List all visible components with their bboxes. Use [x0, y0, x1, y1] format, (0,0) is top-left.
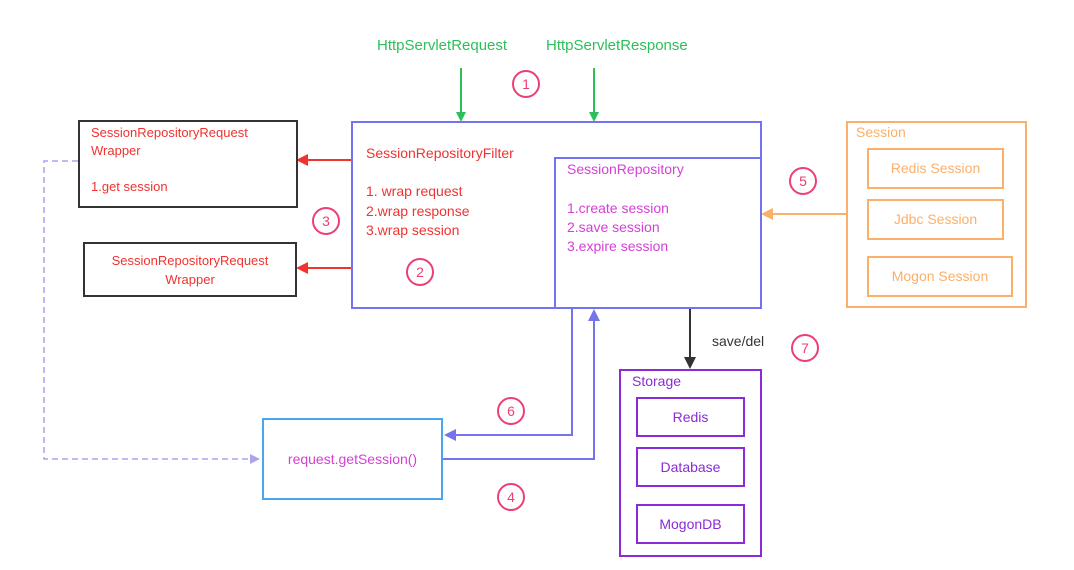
redis-session	[867, 148, 1004, 189]
repository-title: SessionRepository	[567, 161, 684, 177]
wrapper2-line2: Wrapper	[165, 272, 215, 287]
repository-item-1: 1.create session	[567, 200, 669, 216]
storage-database-label: Database	[660, 459, 721, 475]
http-request-label: HttpServletRequest	[377, 37, 508, 54]
step-7-badge: 7	[791, 334, 819, 362]
storage-mogondb-label: MogonDB	[659, 516, 722, 532]
step-4-badge: 4	[497, 483, 525, 511]
get-session-box	[262, 418, 443, 500]
storage-redis	[636, 397, 745, 437]
wrapper1-line1: SessionRepositoryRequest	[91, 125, 248, 140]
request-wrapper-1	[78, 120, 298, 208]
session-title: Session	[856, 124, 906, 140]
wrapper1-line2: Wrapper	[91, 143, 141, 158]
step-6-badge: 6	[497, 397, 525, 425]
wrapper2-line1: SessionRepositoryRequest	[111, 253, 269, 268]
step-5-badge: 5	[789, 167, 817, 195]
http-response-label: HttpServletResponse	[546, 37, 688, 54]
mogon-session	[867, 256, 1013, 297]
repository-item-2: 2.save session	[567, 219, 660, 235]
repository-item-3: 3.expire session	[567, 238, 669, 254]
session-repository	[554, 157, 762, 309]
storage-database	[636, 447, 745, 487]
filter-item-1: 1. wrap request	[366, 183, 463, 199]
dashed-link	[43, 160, 260, 464]
save-del-label: save/del	[712, 333, 765, 349]
step-2-badge: 2	[406, 258, 434, 286]
jdbc-session-label: Jdbc Session	[893, 211, 978, 227]
request-wrapper-2	[83, 242, 297, 297]
mogon-session-label: Mogon Session	[891, 268, 989, 284]
get-session-arrow	[443, 309, 600, 460]
filter-item-2: 2.wrap response	[366, 203, 470, 219]
get-session-label: request.getSession()	[287, 451, 418, 467]
filter-item-3: 3.wrap session	[366, 222, 460, 238]
step-3-badge: 3	[312, 207, 340, 235]
storage-title: Storage	[632, 373, 682, 389]
storage-redis-label: Redis	[672, 409, 709, 425]
filter-title: SessionRepositoryFilter	[366, 145, 514, 161]
storage-mogondb	[636, 504, 745, 544]
step-1-badge: 1	[512, 70, 540, 98]
redis-session-label: Redis Session	[890, 160, 981, 176]
wrapper1-line3: 1.get session	[91, 179, 168, 194]
jdbc-session	[867, 199, 1004, 240]
return-session-arrow	[444, 309, 573, 441]
